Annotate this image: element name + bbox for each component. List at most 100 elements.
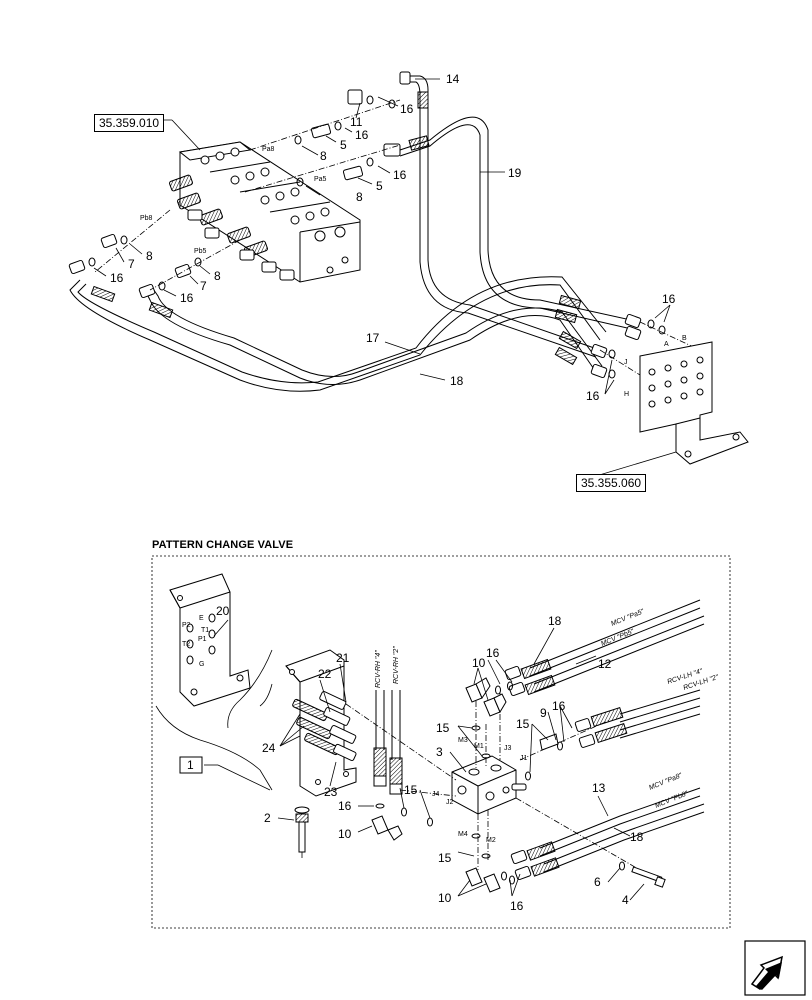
tag-mcv-pa5: MCV "Pa5" [610,608,645,628]
port-pb8: Pb8 [140,215,153,222]
hoses-rcv-lh [574,689,701,748]
callout-15: 15 [438,851,452,865]
callout-14: 14 [446,72,460,86]
callout-16: 16 [338,799,352,813]
callout-5: 5 [340,138,347,152]
callout-3: 3 [436,745,443,759]
pattern-change-valve-frame [151,555,731,929]
port-m4: M4 [458,831,468,838]
ref-box-bottom[interactable]: 35.355.060 [576,474,647,492]
callout-15: 15 [516,717,530,731]
callout-16: 16 [486,646,500,660]
hose-17 [69,276,607,392]
hose-19 [399,116,641,331]
ref-top-link[interactable]: 35.359.010 [99,116,160,130]
callout-8: 8 [146,249,153,263]
port-p2: P2 [182,622,191,629]
tag-mcv-pb8: MCV "Pb8" [654,790,689,810]
port-t1: T1 [201,627,209,634]
callout-16: 16 [110,271,124,285]
callout-4: 4 [622,893,629,907]
port-b: B [682,335,687,342]
port-pa8: Pa8 [262,146,275,153]
port-e: E [199,615,204,622]
callout-16: 16 [400,102,414,116]
callout-18: 18 [630,830,644,844]
hose-18 [144,285,603,385]
top-port-labels: Pa8 Pa5 Pb8 Pb5 B A J H [140,146,687,398]
callout-23: 23 [324,785,338,799]
valve-bracket-20 [169,573,251,707]
valve-port-labels: M3 M1 J3 J1 J4 J2 M4 M2 [432,737,528,844]
callout-9: 9 [540,706,547,720]
port-j1: J1 [520,755,528,762]
callout-11: 11 [350,115,363,129]
pattern-change-valve-3 [451,755,527,815]
port-j: J [624,359,628,366]
callout-13: 13 [592,781,606,795]
callout-16: 16 [393,168,407,182]
section-title: PATTERN CHANGE VALVE [152,539,294,551]
tag-rcv-rh4: RCV-RH "4" [375,650,382,688]
port-a: A [664,341,669,348]
tag-mcv-pa8: MCV "Pa8" [648,772,683,792]
callout-5: 5 [376,179,383,193]
callout-10: 10 [472,656,486,670]
callout-20: 20 [216,604,230,618]
port-j4: J4 [432,791,440,798]
callout-16: 16 [180,291,194,305]
callout-19: 19 [508,166,522,180]
port-pa5: Pa5 [314,176,327,183]
top-callouts: 14 16 11 16 5 8 16 5 8 19 8 7 16 8 7 16 … [110,72,676,403]
callout-8: 8 [356,190,363,204]
port-j2: J2 [446,799,454,806]
callout-10: 10 [338,827,352,841]
bolt-4 [631,866,666,888]
port-p1: P1 [198,636,207,643]
hose-bracket-top [639,341,749,465]
port-m2: M2 [486,837,496,844]
bracket-port-labels: P2 E T2 T1 P1 G [182,615,209,668]
hose-14 [410,75,601,358]
kit-label-box [179,756,203,774]
callout-24: 24 [262,741,276,755]
port-m1: M1 [474,743,484,750]
callout-10: 10 [438,891,452,905]
hose-fittings [68,71,666,379]
callout-2: 2 [264,811,271,825]
tag-rcv-rh2: RCV-RH "2" [393,646,400,684]
callout-18: 18 [450,374,464,388]
callout-8: 8 [214,269,221,283]
callout-16: 16 [586,389,600,403]
ref-box-top[interactable]: 35.359.010 [94,114,165,132]
callout-17: 17 [366,331,380,345]
leader-lines-bottom [213,619,645,901]
callout-12: 12 [598,657,612,671]
callout-15: 15 [436,721,450,735]
callout-6: 6 [594,875,601,889]
hoses-mcv-lower [510,787,705,881]
leader-lines-top [93,78,677,483]
elbow-fittings-10 [371,677,559,893]
hoses-mcv-upper [504,599,705,697]
callout-21: 21 [336,651,350,665]
next-page-button[interactable] [744,940,806,996]
callout-16: 16 [510,899,524,913]
port-t2: T2 [182,641,190,648]
bottom-callouts: 20 21 22 24 23 2 18 16 10 12 15 3 15 9 1… [216,604,644,913]
callout-18: 18 [548,614,562,628]
callout-16: 16 [355,128,369,142]
detail-connector-lines [155,649,273,791]
callout-15: 15 [404,783,418,797]
next-page-arrow-icon [744,940,806,996]
callout-16: 16 [662,292,676,306]
callout-8: 8 [320,149,327,163]
port-m3: M3 [458,737,468,744]
bulkhead-bracket [285,649,357,797]
port-j3: J3 [504,745,512,752]
callout-7: 7 [128,257,135,271]
ref-bottom-link[interactable]: 35.355.060 [581,476,642,490]
port-h: H [624,391,629,398]
callout-16: 16 [552,699,566,713]
